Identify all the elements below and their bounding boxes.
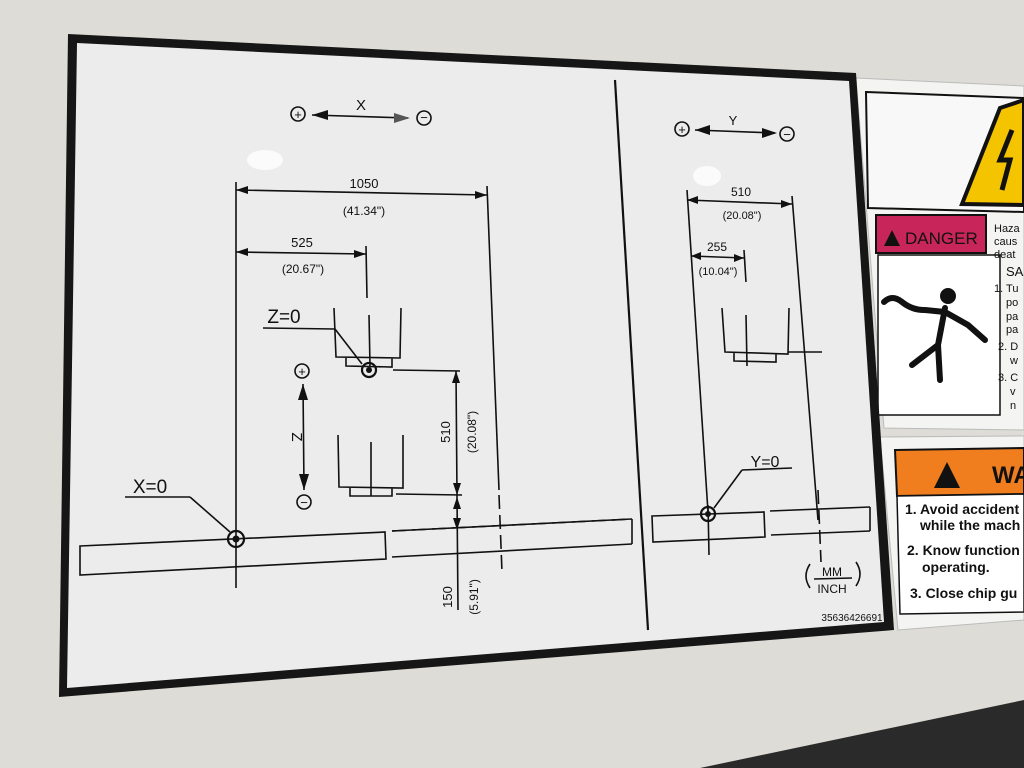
danger-text: deat <box>994 249 1015 261</box>
x-travel-mm: 1050 <box>350 176 379 191</box>
warning-item: 1. Avoid accident <box>905 501 1019 517</box>
y-max-extension-line <box>791 195 819 521</box>
z-travel-mm: 510 <box>438 421 453 443</box>
danger-text: w <box>1009 355 1018 367</box>
danger-text: v <box>1010 386 1016 398</box>
x-axis-label: X <box>356 97 366 114</box>
units-mm: MM <box>822 565 842 579</box>
z-travel-inch: (20.08") <box>465 411 479 453</box>
danger-text: pa <box>1006 311 1019 323</box>
danger-text: pa <box>1006 324 1019 336</box>
danger-label: DANGER <box>905 229 978 248</box>
y-min-extension-line <box>686 189 709 513</box>
y-axis-label: Y <box>729 113 738 128</box>
warning-item: 3. Close chip gu <box>910 585 1017 601</box>
z-axis-label: Z <box>288 432 305 441</box>
x-travel-inch: (41.34") <box>343 204 385 218</box>
danger-text: 2. D <box>998 341 1018 353</box>
spindle-side <box>721 307 822 367</box>
floor-shadow <box>700 700 1024 768</box>
danger-text: 3. C <box>998 372 1018 384</box>
minus-icon: − <box>420 110 428 125</box>
spindle-lower <box>337 434 463 497</box>
y-max-extension-dashed <box>817 489 822 563</box>
x-half-inch: (20.67") <box>282 262 324 276</box>
x-zero-label: X=0 <box>133 477 167 498</box>
danger-header <box>875 214 987 254</box>
warning-item: operating. <box>922 559 990 575</box>
x-table: X=0 <box>79 477 633 576</box>
warning-item: while the mach <box>919 517 1020 533</box>
x-half-dimension: 525 (20.67") <box>235 235 368 299</box>
danger-text: caus <box>994 236 1018 248</box>
y-half-dimension: 255 (10.04") <box>690 240 747 283</box>
y-travel-inch: (20.08") <box>723 210 762 222</box>
units-legend: MM INCH <box>805 561 861 596</box>
x-axis-indicator: + − X <box>290 97 432 126</box>
spindle-upper: Z=0 <box>262 307 461 379</box>
z-gap-mm: 150 <box>440 586 455 608</box>
light-glare <box>693 166 721 186</box>
z-zero-label: Z=0 <box>267 307 300 328</box>
x-max-extension-dashed <box>498 494 503 573</box>
warning-sticker: WA 1. Avoid accident while the mach 2. K… <box>879 435 1024 631</box>
danger-text: 1. Tu <box>994 283 1018 295</box>
plus-icon: + <box>294 107 302 122</box>
panel-divider <box>613 79 650 631</box>
warning-triangle-icon <box>934 462 960 488</box>
y-half-inch: (10.04") <box>699 266 738 278</box>
y-travel-dimension: 510 (20.08") <box>686 185 793 222</box>
danger-text: po <box>1006 297 1018 309</box>
x-half-mm: 525 <box>291 235 313 250</box>
units-inch: INCH <box>817 582 846 596</box>
electric-hazard-icon <box>959 97 1024 208</box>
y-axis-indicator: + − Y <box>674 113 795 142</box>
x-travel-dimension: 1050 (41.34") <box>235 176 488 218</box>
danger-text: Haza <box>994 223 1021 235</box>
x-max-extension-line <box>486 185 500 491</box>
plus-icon: + <box>678 122 686 137</box>
plate-face <box>67 43 884 688</box>
warning-triangle-icon <box>884 230 900 246</box>
y-zero-label: Y=0 <box>751 454 780 471</box>
z-axis-indicator: + Z − <box>288 363 312 510</box>
electrocution-person-icon <box>881 288 988 383</box>
part-number: 35636426691 <box>821 613 883 624</box>
y-half-mm: 255 <box>707 240 727 254</box>
light-glare <box>247 150 283 170</box>
z-gap-inch: (5.91") <box>467 579 481 615</box>
danger-sticker: DANGER Haza caus deat SA 1. Tu po pa pa … <box>855 77 1024 431</box>
minus-icon: − <box>300 495 308 510</box>
warning-label: WA <box>992 462 1024 489</box>
y-travel-mm: 510 <box>731 185 751 199</box>
plus-icon: + <box>298 364 306 379</box>
danger-text: SA <box>1006 264 1024 279</box>
minus-icon: − <box>783 127 791 142</box>
y-table: Y=0 <box>651 454 871 556</box>
warning-item: 2. Know function <box>907 542 1020 558</box>
danger-text: n <box>1010 400 1016 412</box>
z-travel-dimension: 510 (20.08") <box>438 370 479 496</box>
z-gap-dimension: 150 (5.91") <box>440 494 481 615</box>
